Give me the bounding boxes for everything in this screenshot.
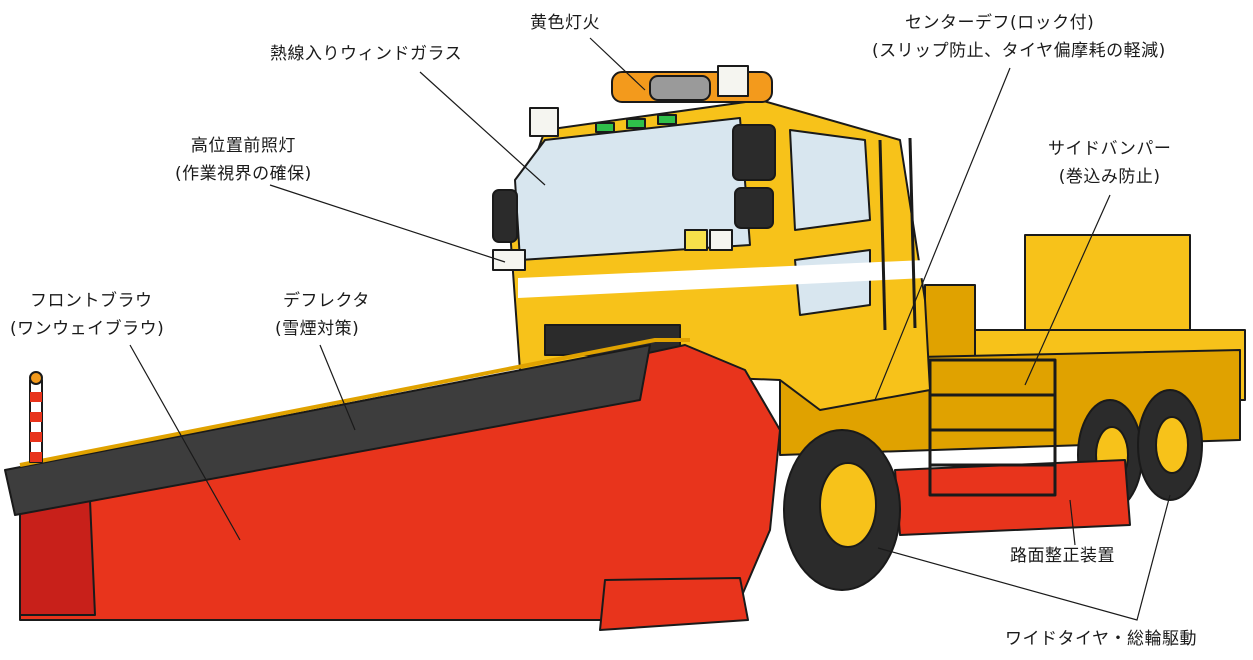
headlight-left [492, 249, 526, 271]
leader-headlight [269, 184, 506, 263]
front-plow-blade [19, 344, 781, 621]
label-wide-tires: ワイドタイヤ・総輪駆動 [1005, 629, 1197, 649]
front-hub [819, 462, 877, 548]
label-heated-windshield: 熱線入りウィンドガラス [270, 44, 463, 64]
rear-bed-panel [1024, 234, 1191, 331]
leader-side-bumper [1024, 194, 1111, 386]
label-deflector: デフレクタ (雪煙対策) [275, 291, 370, 339]
roof-lamp-right [717, 65, 749, 97]
amber-light-bar-center [649, 75, 711, 101]
label-amber-light: 黄色灯火 [530, 13, 600, 33]
headlight-right-1 [684, 229, 708, 251]
marker-lamp-2 [626, 118, 646, 129]
top-lamp [529, 107, 559, 137]
leader-front-plow [129, 344, 241, 541]
rear-hub-2 [1155, 416, 1189, 474]
windshield [514, 117, 751, 261]
leader-road-leveler [1069, 499, 1076, 546]
leader-wide-tires [877, 494, 1171, 621]
label-side-bumper: サイドバンパー (巻込み防止) [1048, 139, 1172, 187]
side-window-front [789, 129, 871, 231]
side-bumper-frame [928, 358, 1057, 497]
leader-amber-light [589, 37, 646, 91]
marker-lamp-3 [657, 114, 677, 125]
label-road-leveler: 路面整正装置 [1010, 546, 1115, 566]
marker-lamp-1 [595, 122, 615, 133]
leader-lines [129, 37, 1171, 621]
plow-skid [599, 577, 749, 631]
deflector [4, 344, 651, 516]
label-front-plow: フロントブラウ (ワンウェイブラウ) [10, 291, 165, 339]
leader-deflector [319, 344, 356, 431]
leader-windshield [419, 71, 546, 186]
cab-stripe [518, 260, 925, 298]
tank-box [924, 284, 976, 366]
right-mirror-upper [732, 124, 776, 181]
plow-marker-lamp [29, 371, 43, 385]
headlight-right-2 [709, 229, 733, 251]
right-mirror-lower [734, 187, 774, 229]
left-mirror [492, 189, 518, 243]
label-high-headlight: 高位置前照灯 (作業視界の確保) [175, 136, 312, 184]
plow-edge [19, 338, 690, 467]
front-plow-shade [19, 499, 96, 616]
label-center-diff: センターデフ(ロック付) (スリップ防止、タイヤ偏摩耗の軽減) [872, 13, 1166, 61]
leader-center-diff [874, 67, 1011, 401]
